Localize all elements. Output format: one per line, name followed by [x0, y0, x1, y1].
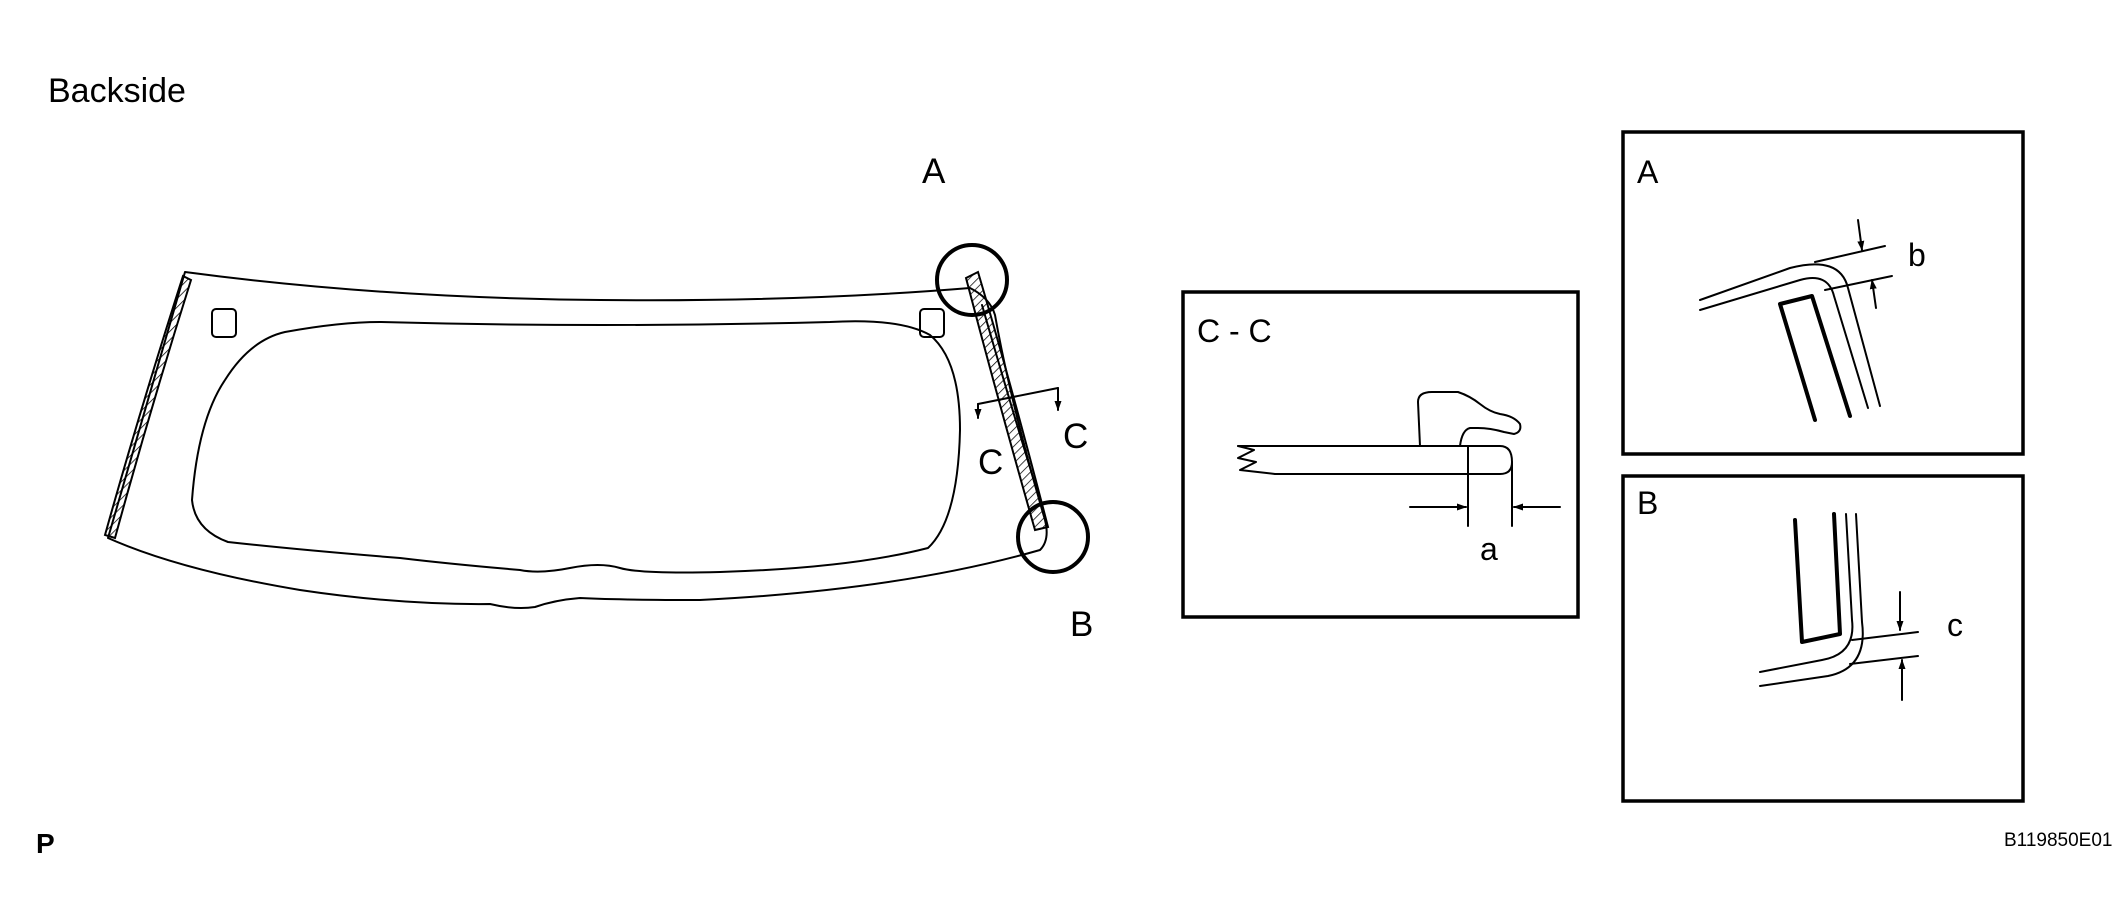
corner-mark: P [36, 828, 55, 859]
callout-circle-a [935, 243, 1009, 317]
detail-cc-title: C - C [1197, 313, 1272, 349]
callout-label-a: A [922, 152, 946, 191]
section-label-left: C [978, 443, 1003, 482]
dimension-b: b [1908, 237, 1926, 273]
detail-b-title: B [1637, 485, 1658, 521]
figure-code: B119850E01 [2004, 830, 2112, 851]
dimension-c: c [1947, 607, 1963, 643]
left-molding [103, 274, 193, 540]
detail-a-title: A [1637, 154, 1659, 190]
callout-label-b: B [1070, 605, 1093, 644]
back-window-glass [107, 271, 1048, 609]
section-cut-marker [974, 387, 1062, 419]
section-label-right: C [1063, 417, 1088, 456]
dimension-a: a [1480, 531, 1498, 567]
detail-b-panel: B c [1621, 474, 2025, 803]
callout-circle-b [1016, 500, 1090, 574]
detail-cc-panel: C - C a [1181, 290, 1580, 619]
detail-a-panel: A b [1621, 130, 2025, 456]
diagram-title: Backside [48, 72, 186, 110]
right-molding [964, 270, 1050, 532]
